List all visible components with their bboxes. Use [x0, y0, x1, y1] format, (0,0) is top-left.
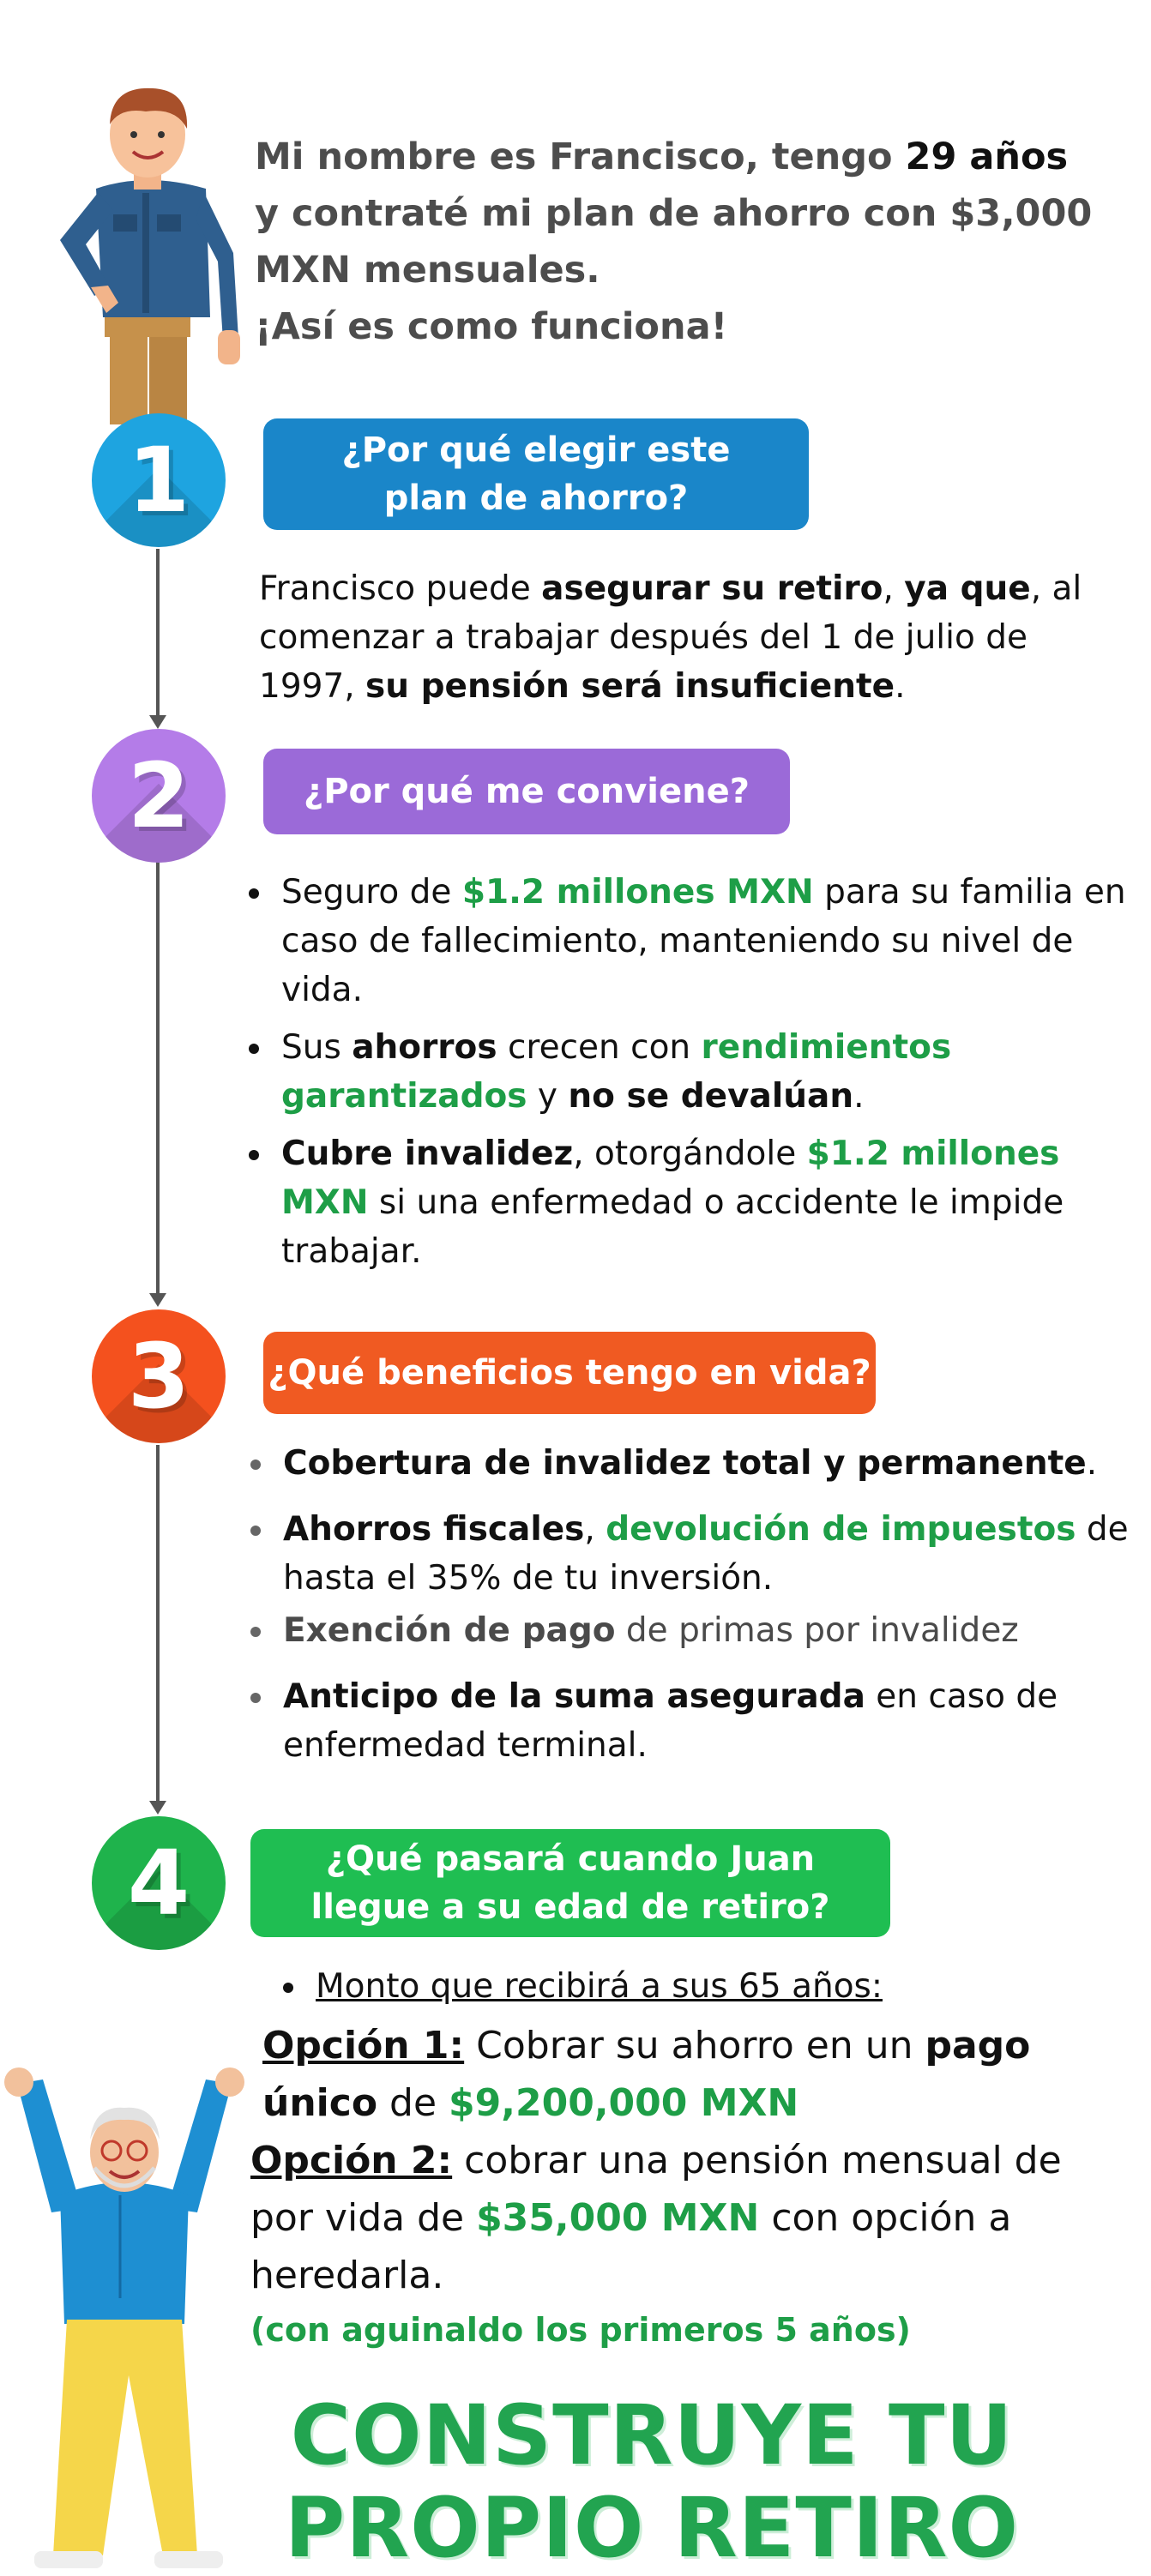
intro-part3: ¡Así es como funciona!	[255, 305, 728, 348]
step-4-bullet-text: Monto que recibirá a sus 65 años:	[316, 1967, 883, 2006]
timeline-line-1	[156, 549, 160, 720]
option-2: Opción 2: cobrar una pensión mensual de …	[250, 2132, 1134, 2304]
s3b1a: Cobertura de invalidez total y permanent…	[283, 1444, 1087, 1483]
s3b3b: de primas por invalidez	[615, 1611, 1019, 1650]
step-1-text-d: ya que	[904, 569, 1031, 608]
s2b1c: para su familia en caso de fallecimiento…	[281, 873, 1126, 1009]
intro-text: Mi nombre es Francisco, tengo 29 años y …	[255, 129, 1130, 355]
step-3-bullet-2: Ahorros fiscales, devolución de impuesto…	[247, 1505, 1139, 1603]
s2b2b: ahorros	[352, 1028, 497, 1067]
step-2-bullet-1: Seguro de $1.2 millones MXN para su fami…	[245, 868, 1137, 1014]
step-2-circle: 2	[92, 729, 226, 863]
s3b2d: de hasta el 35% de tu inversión.	[283, 1510, 1129, 1598]
s3b4b: en caso de enfermedad terminal.	[283, 1677, 1058, 1765]
step-3-circle: 3	[92, 1309, 226, 1443]
step-2-title: ¿Por qué me conviene?	[263, 749, 790, 834]
step-2-title-text: ¿Por qué me conviene?	[304, 772, 750, 811]
s2b2c: crecen con	[497, 1028, 702, 1067]
step-3-title-text: ¿Qué beneficios tengo en vida?	[268, 1353, 871, 1393]
timeline-arrow-3	[149, 1801, 166, 1815]
option-1: Opción 1: Cobrar su ahorro en un pago ún…	[250, 2017, 1134, 2132]
step-4-options: Opción 1: Cobrar su ahorro en un pago ún…	[250, 2017, 1134, 2356]
option-1-c: de	[377, 2081, 449, 2125]
step-4-title-line2: llegue a su edad de retiro?	[310, 1887, 830, 1927]
step-4-title: ¿Qué pasará cuando Juan llegue a su edad…	[250, 1829, 890, 1937]
step-1-number: 1	[127, 428, 190, 533]
aguinaldo-note: (con aguinaldo los primeros 5 años)	[250, 2311, 911, 2349]
step-2-number: 2	[127, 743, 190, 848]
s3b2c: devolución de impuestos	[606, 1510, 1076, 1549]
step-4-number: 4	[127, 1831, 190, 1935]
option-2-c: con opción a heredarla.	[250, 2196, 1012, 2297]
step-1-text-b: asegurar su retiro	[541, 569, 883, 608]
option-1-label: Opción 1:	[262, 2024, 465, 2067]
s3b1b: .	[1086, 1444, 1098, 1483]
step-4-bullet: Monto que recibirá a sus 65 años:	[280, 1962, 1052, 2011]
step-3-bullet-1: Cobertura de invalidez total y permanent…	[247, 1439, 1139, 1488]
step-2-bullet-3: Cubre invalidez, otorgándole $1.2 millon…	[245, 1129, 1137, 1276]
s2b2f: no se devalúan	[568, 1077, 854, 1116]
s2b1a: Seguro de	[281, 873, 462, 912]
cta-line1: CONSTRUYE TU	[290, 2387, 1014, 2483]
cta-line2: PROPIO RETIRO	[284, 2480, 1020, 2576]
option-1-a: Cobrar su ahorro en un	[464, 2024, 925, 2067]
elderly-man-illustration	[4, 2067, 244, 2568]
step-3-title: ¿Qué beneficios tengo en vida?	[263, 1332, 876, 1414]
timeline-line-3	[156, 1445, 160, 1805]
timeline-arrow-2	[149, 1293, 166, 1307]
step-1-title-line1: ¿Por qué elegir este	[341, 430, 731, 470]
cta-headline: CONSTRUYE TU PROPIO RETIRO	[283, 2389, 1021, 2574]
step-1-title-line2: plan de ahorro?	[383, 478, 689, 518]
step-1-circle: 1	[92, 413, 226, 547]
timeline-arrow-1	[149, 715, 166, 729]
s2b2e: y	[527, 1077, 569, 1116]
option-2-amount: $35,000 MXN	[476, 2196, 760, 2240]
intro-part2: y contraté mi plan de ahorro con $3,000 …	[255, 192, 1093, 292]
option-1-b: pago único	[262, 2024, 1031, 2125]
step-3-list: Cobertura de invalidez total y permanent…	[247, 1439, 1139, 1770]
s2b3c: $1.2 millones MXN	[281, 1135, 1060, 1222]
s2b2a: Sus	[281, 1028, 353, 1067]
intro-age: 29 años	[905, 135, 1069, 178]
step-1-text-g: .	[895, 667, 906, 706]
step-4-title-line1: ¿Qué pasará cuando Juan	[325, 1839, 816, 1879]
option-2-a: cobrar una pensión mensual de por vida d…	[250, 2139, 1062, 2240]
s3b4a: Anticipo de la suma asegurada	[283, 1677, 865, 1716]
option-1-amount: $9,200,000 MXN	[449, 2081, 799, 2125]
s2b2g: .	[853, 1077, 865, 1116]
s3b2a: Ahorros fiscales	[283, 1510, 585, 1549]
s2b1b: $1.2 millones MXN	[461, 873, 814, 912]
s2b3d: si una enfermedad o accidente le impide …	[281, 1183, 1064, 1271]
s3b2b: ,	[584, 1510, 606, 1549]
step-1-text-a: Francisco puede	[259, 569, 542, 608]
step-3-bullet-3: Exención de pago de primas por invalidez	[247, 1606, 1139, 1655]
s2b3a: Cubre invalidez	[281, 1135, 574, 1173]
step-3-bullet-4: Anticipo de la suma asegurada en caso de…	[247, 1672, 1139, 1770]
step-1-text: Francisco puede asegurar su retiro, ya q…	[259, 564, 1125, 711]
step-1-title: ¿Por qué elegir este plan de ahorro?	[263, 418, 809, 530]
s2b3b: , otorgándole	[573, 1135, 807, 1173]
intro-part1: Mi nombre es Francisco, tengo	[255, 135, 906, 178]
step-2-bullet-2: Sus ahorros crecen con rendimientos gara…	[245, 1023, 1137, 1121]
timeline-line-2	[156, 861, 160, 1298]
s3b3a: Exención de pago	[283, 1611, 616, 1650]
step-2-list: Seguro de $1.2 millones MXN para su fami…	[245, 868, 1137, 1276]
step-4-circle: 4	[92, 1816, 226, 1950]
s2b2d: rendimientos garantizados	[281, 1028, 952, 1116]
step-1-text-f: su pensión será insuficiente	[365, 667, 895, 706]
young-man-illustration	[60, 87, 240, 424]
step-3-number: 3	[127, 1324, 190, 1429]
option-2-label: Opción 2:	[250, 2139, 453, 2182]
step-1-text-c: ,	[883, 569, 905, 608]
step-4-list: Monto que recibirá a sus 65 años:	[280, 1962, 1052, 2011]
step-1-text-e: , al comenzar a trabajar después del 1 d…	[259, 569, 1082, 706]
